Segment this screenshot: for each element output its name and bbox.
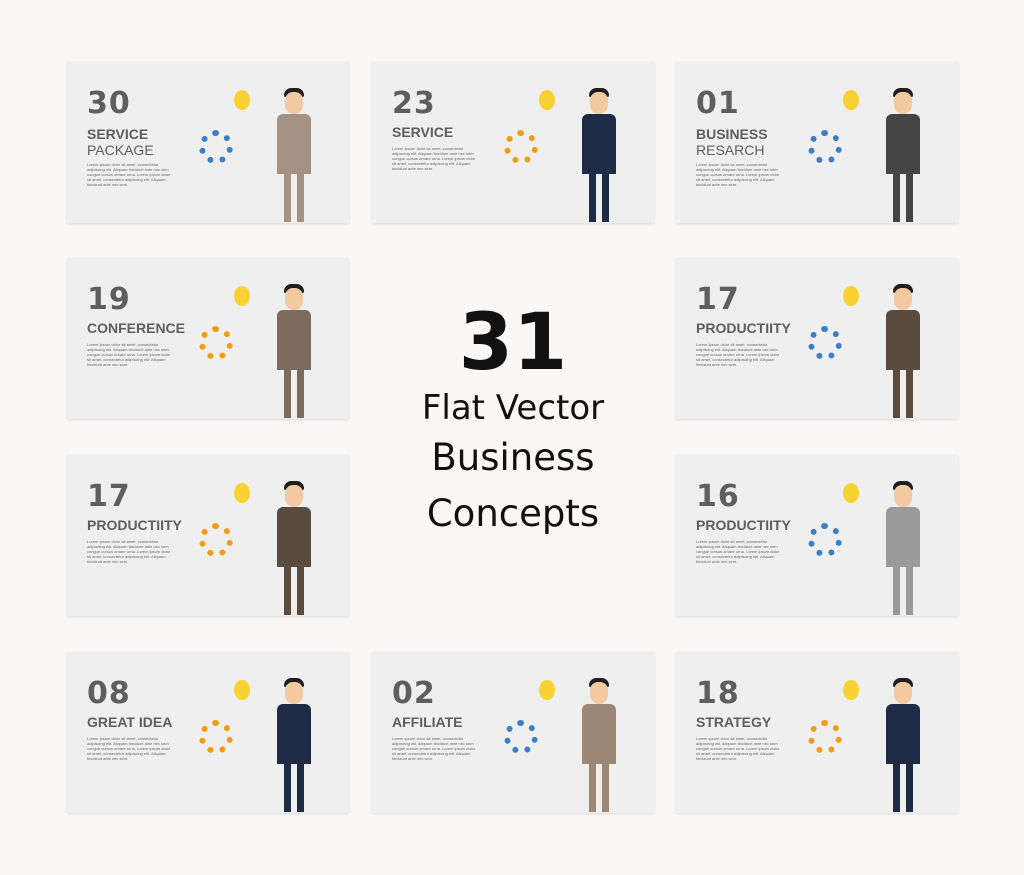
card-affiliate: 02 AFFILIATE Lorem Ipsum dolor sit amet,… — [372, 652, 654, 813]
card-label: GREAT IDEA — [87, 714, 207, 730]
businessman-figure — [883, 80, 923, 222]
gear-icon — [199, 326, 233, 360]
business-illustration — [494, 70, 644, 222]
card-subtitle: PACKAGE — [87, 142, 154, 158]
card-description: Lorem Ipsum dolor sit amet, consectetur … — [392, 146, 476, 171]
card-description: Lorem Ipsum dolor sit amet, consectetur … — [87, 162, 171, 187]
lightbulb-icon — [843, 286, 859, 306]
lightbulb-icon — [539, 680, 555, 700]
title-block: 31 Flat Vector Business Concepts — [372, 300, 654, 542]
card-number: 23 — [392, 86, 436, 121]
card-description: Lorem Ipsum dolor sit amet, consectetur … — [696, 736, 780, 761]
card-number: 16 — [696, 479, 740, 514]
card-number: 08 — [87, 676, 131, 711]
gear-icon — [808, 326, 842, 360]
business-illustration — [494, 660, 644, 812]
card-conference: 19 CONFERENCE Lorem Ipsum dolor sit amet… — [67, 258, 349, 419]
businessman-figure — [883, 473, 923, 615]
card-label: STRATEGY — [696, 714, 816, 730]
lightbulb-icon — [234, 483, 250, 503]
lightbulb-icon — [539, 90, 555, 110]
business-illustration — [189, 463, 339, 615]
card-label: PRODUCTIITY — [696, 320, 816, 336]
business-illustration — [189, 70, 339, 222]
business-illustration — [798, 70, 948, 222]
business-illustration — [798, 463, 948, 615]
gear-icon — [808, 130, 842, 164]
lightbulb-icon — [843, 680, 859, 700]
card-title: BUSINESS — [696, 126, 768, 142]
card-description: Lorem Ipsum dolor sit amet, consectetur … — [87, 539, 171, 564]
business-illustration — [189, 266, 339, 418]
business-illustration — [798, 660, 948, 812]
gear-icon — [504, 720, 538, 754]
card-description: Lorem Ipsum dolor sit amet, consectetur … — [392, 736, 476, 761]
title-number: 31 — [458, 298, 568, 388]
title-line-1: Flat Vector — [421, 388, 605, 428]
card-number: 01 — [696, 86, 740, 121]
card-description: Lorem Ipsum dolor sit amet, consectetur … — [696, 162, 780, 187]
lightbulb-icon — [843, 483, 859, 503]
lightbulb-icon — [234, 286, 250, 306]
card-title: CONFERENCE — [87, 320, 186, 336]
card-productivity-c: 16 PRODUCTIITY Lorem Ipsum dolor sit ame… — [676, 455, 958, 616]
businessman-figure — [274, 670, 314, 812]
card-label: AFFILIATE — [392, 714, 512, 730]
card-label: CONFERENCE — [87, 320, 207, 336]
businessman-figure — [883, 670, 923, 812]
card-number: 17 — [87, 479, 131, 514]
card-subtitle: RESARCH — [696, 142, 765, 158]
card-label: PRODUCTIITY — [696, 517, 816, 533]
card-title: GREAT IDEA — [87, 714, 173, 730]
businessman-figure — [883, 276, 923, 418]
title-line-3: Concepts — [426, 492, 600, 535]
card-description: Lorem Ipsum dolor sit amet, consectetur … — [696, 342, 780, 367]
lightbulb-icon — [234, 90, 250, 110]
card-description: Lorem Ipsum dolor sit amet, consectetur … — [696, 539, 780, 564]
lightbulb-icon — [234, 680, 250, 700]
gear-icon — [504, 130, 538, 164]
card-title: PRODUCTIITY — [696, 320, 791, 336]
gear-icon — [199, 523, 233, 557]
card-productivity-b: 17 PRODUCTIITY Lorem Ipsum dolor sit ame… — [67, 455, 349, 616]
card-productivity-a: 17 PRODUCTIITY Lorem Ipsum dolor sit ame… — [676, 258, 958, 419]
card-title: PRODUCTIITY — [87, 517, 182, 533]
card-title: STRATEGY — [696, 714, 772, 730]
businessman-figure — [274, 276, 314, 418]
businessman-figure — [274, 473, 314, 615]
card-great-idea: 08 GREAT IDEA Lorem Ipsum dolor sit amet… — [67, 652, 349, 813]
card-label: SERVICE — [392, 124, 512, 140]
card-service: 23 SERVICE Lorem Ipsum dolor sit amet, c… — [372, 62, 654, 223]
card-title: PRODUCTIITY — [696, 517, 791, 533]
gear-icon — [199, 720, 233, 754]
card-number: 02 — [392, 676, 436, 711]
card-title: AFFILIATE — [392, 714, 463, 730]
card-number: 18 — [696, 676, 740, 711]
card-number: 19 — [87, 282, 131, 317]
gear-icon — [808, 720, 842, 754]
gear-icon — [199, 130, 233, 164]
card-number: 30 — [87, 86, 131, 121]
business-illustration — [798, 266, 948, 418]
card-label: PRODUCTIITY — [87, 517, 207, 533]
businessman-figure — [579, 80, 619, 222]
card-strategy: 18 STRATEGY Lorem Ipsum dolor sit amet, … — [676, 652, 958, 813]
lightbulb-icon — [843, 90, 859, 110]
businessman-figure — [579, 670, 619, 812]
card-description: Lorem Ipsum dolor sit amet, consectetur … — [87, 736, 171, 761]
title-line-2: Business — [431, 436, 595, 479]
card-title: SERVICE — [392, 124, 454, 140]
card-description: Lorem Ipsum dolor sit amet, consectetur … — [87, 342, 171, 367]
business-illustration — [189, 660, 339, 812]
gear-icon — [808, 523, 842, 557]
card-number: 17 — [696, 282, 740, 317]
businessman-figure — [274, 80, 314, 222]
card-title: SERVICE — [87, 126, 149, 142]
